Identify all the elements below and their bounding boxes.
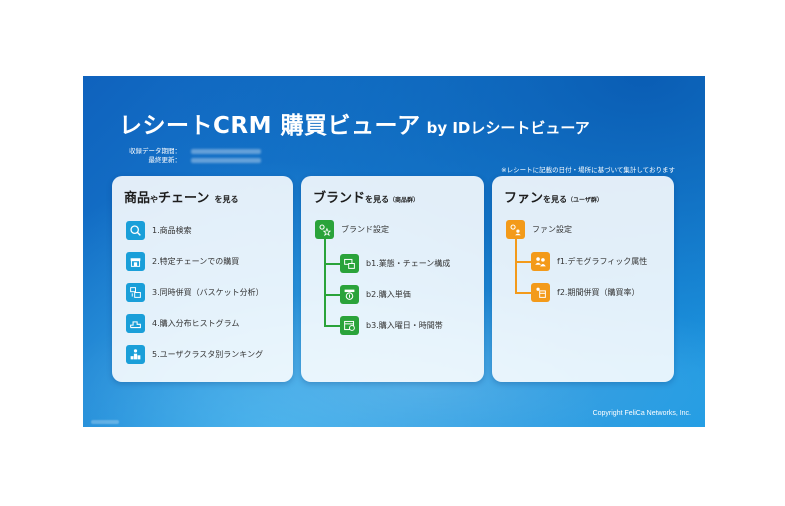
- menu-item-label: b3.購入曜日・時間帯: [366, 321, 443, 330]
- title-sub: by IDレシートビューア: [426, 119, 590, 137]
- heading-fan: ファン: [504, 191, 544, 206]
- menu-item-label: b1.業態・チェーン構成: [366, 259, 451, 268]
- aggregation-note: ※レシートに記載の日付・場所に基づいて集計しております: [501, 166, 675, 174]
- histogram-icon: [126, 314, 145, 333]
- tree-line: [324, 263, 340, 265]
- brand-settings[interactable]: ブランド設定: [315, 220, 389, 239]
- data-info: 収録データ期間： 最終更新：: [121, 147, 261, 165]
- heading-particle: や: [150, 195, 159, 204]
- menu-item-chain-purchase[interactable]: 2.特定チェーンでの購買: [126, 252, 239, 271]
- menu-item-unit-price[interactable]: b2.購入単価: [340, 285, 411, 304]
- heading-view: を見る: [214, 195, 239, 204]
- menu-item-demographics[interactable]: f1.デモグラフィック属性: [531, 252, 647, 271]
- tree-line: [515, 261, 531, 263]
- fan-settings-icon: [506, 220, 525, 239]
- store-icon: [126, 252, 145, 271]
- search-icon: [126, 221, 145, 240]
- unit-price-icon: [340, 285, 359, 304]
- page-title: レシートCRM 購買ビューア by IDレシートビューア: [119, 106, 590, 140]
- ranking-icon: [126, 345, 145, 364]
- users-icon: [531, 252, 550, 271]
- chain-composition-icon: [340, 254, 359, 273]
- data-period-label: 収録データ期間：: [129, 147, 181, 155]
- heading-view: を見る: [365, 195, 390, 204]
- brand-card: ブランドを見る（商品群） ブランド設定 b1.業態・チェーン構成 b2.購入単価: [301, 176, 484, 382]
- heading-brand: ブランド: [313, 191, 366, 206]
- menu-item-label: ブランド設定: [341, 225, 389, 234]
- copyright: Copyright FeliCa Networks, Inc.: [592, 410, 691, 417]
- heading-product-group: （商品群）: [389, 197, 420, 204]
- fan-settings[interactable]: ファン設定: [506, 220, 572, 239]
- title-main: レシートCRM 購買ビューア: [119, 113, 421, 139]
- data-period-value: [191, 149, 261, 154]
- tree-line: [515, 292, 531, 294]
- fan-card: ファンを見る（ユーザ群） ファン設定 f1.デモグラフィック属性 f2.期間併買…: [492, 176, 674, 382]
- period-basket-icon: [531, 283, 550, 302]
- calendar-clock-icon: [340, 316, 359, 335]
- menu-item-label: f2.期間併買（購買率）: [557, 288, 640, 297]
- tree-line: [324, 236, 326, 327]
- last-updated-value: [191, 158, 261, 163]
- brand-settings-icon: [315, 220, 334, 239]
- products-chains-card: 商品やチェーン を見る 1.商品検索 2.特定チェーンでの購買 3.同時併買（バ…: [112, 176, 293, 382]
- menu-item-label: 5.ユーザクラスタ別ランキング: [152, 350, 264, 359]
- menu-item-histogram[interactable]: 4.購入分布ヒストグラム: [126, 314, 239, 333]
- tree-line: [324, 294, 340, 296]
- card-heading: ファンを見る（ユーザ群）: [504, 187, 603, 206]
- last-updated-label: 最終更新：: [148, 156, 182, 164]
- menu-item-label: 4.購入分布ヒストグラム: [152, 319, 240, 328]
- heading-user-group: （ユーザ群）: [567, 197, 603, 204]
- heading-view: を見る: [543, 195, 568, 204]
- menu-item-label: 1.商品検索: [152, 226, 192, 235]
- menu-item-cluster-ranking[interactable]: 5.ユーザクラスタ別ランキング: [126, 345, 263, 364]
- menu-item-label: 3.同時併買（バスケット分析）: [152, 288, 264, 297]
- menu-item-product-search[interactable]: 1.商品検索: [126, 221, 192, 240]
- dashboard-slide: レシートCRM 購買ビューア by IDレシートビューア 収録データ期間： 最終更…: [83, 76, 705, 427]
- menu-item-label: ファン設定: [532, 225, 572, 234]
- heading-chains: チェーン: [158, 191, 210, 206]
- menu-item-period-basket[interactable]: f2.期間併買（購買率）: [531, 283, 639, 302]
- card-heading: 商品やチェーン を見る: [124, 187, 238, 206]
- basket-icon: [126, 283, 145, 302]
- heading-products: 商品: [124, 191, 151, 206]
- version-label: [91, 420, 119, 424]
- menu-item-label: f1.デモグラフィック属性: [557, 257, 648, 266]
- card-heading: ブランドを見る（商品群）: [313, 187, 419, 206]
- menu-item-basket-analysis[interactable]: 3.同時併買（バスケット分析）: [126, 283, 264, 302]
- menu-item-chain-composition[interactable]: b1.業態・チェーン構成: [340, 254, 450, 273]
- menu-item-label: 2.特定チェーンでの購買: [152, 257, 240, 266]
- tree-line: [515, 236, 517, 294]
- tree-line: [324, 325, 340, 327]
- menu-item-day-time[interactable]: b3.購入曜日・時間帯: [340, 316, 443, 335]
- menu-item-label: b2.購入単価: [366, 290, 411, 299]
